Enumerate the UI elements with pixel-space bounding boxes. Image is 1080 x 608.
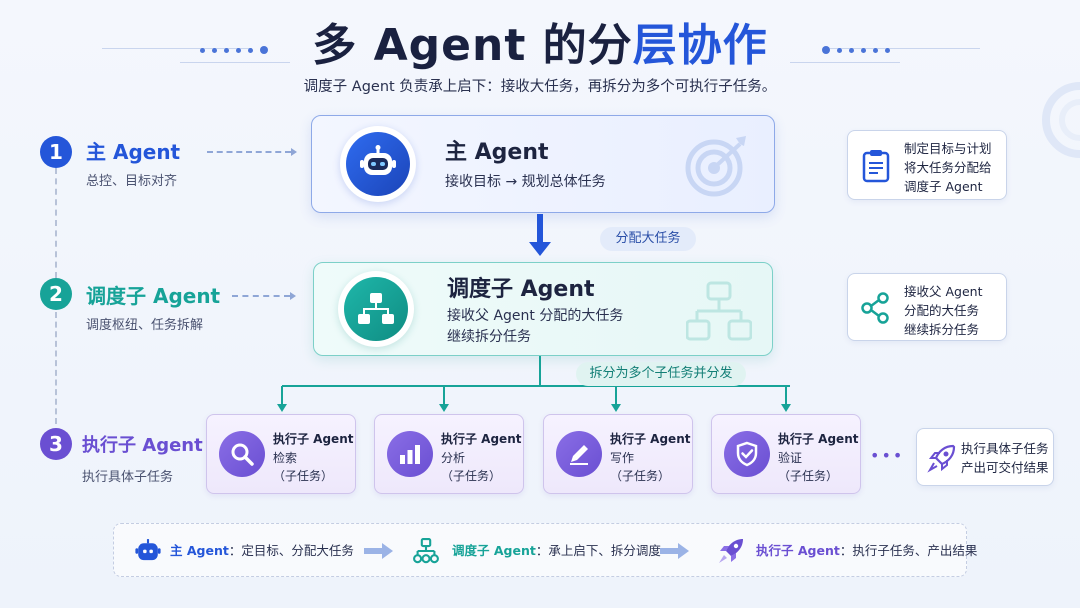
main-to-sched-arrow-shaft bbox=[537, 214, 543, 244]
page-title: 多 Agent 的分层协作 bbox=[0, 14, 1080, 78]
title-deco-dots-right bbox=[822, 46, 890, 54]
executor-card-analysis[interactable]: 执行子 Agent 分析 （子任务） bbox=[374, 414, 524, 494]
executor-title: 执行子 Agent bbox=[273, 432, 354, 446]
title-deco-line-right bbox=[830, 48, 980, 49]
level-2-connector bbox=[232, 295, 290, 297]
scheduler-icon-ring bbox=[338, 271, 414, 347]
hierarchy-watermark-icon bbox=[686, 281, 752, 341]
scheduler-agent-card[interactable]: 调度子 Agent 接收父 Agent 分配的大任务 继续拆分任务 bbox=[313, 262, 773, 356]
rocket-icon bbox=[719, 539, 743, 563]
page-subtitle: 调度子 Agent 负责承上启下：接收大任务，再拆分为多个可执行子任务。 bbox=[303, 79, 777, 95]
executor-card-writing[interactable]: 执行子 Agent 写作 （子任务） bbox=[543, 414, 693, 494]
note-line: 调度子 Agent bbox=[904, 179, 983, 194]
level-3-desc: 执行具体子任务 bbox=[82, 470, 174, 485]
note-line: 制定目标与计划 bbox=[904, 141, 992, 156]
executor-sub: （子任务） bbox=[273, 469, 334, 483]
executor-card-search[interactable]: 执行子 Agent 检索 （子任务） bbox=[206, 414, 356, 494]
executor-agent-note: 执行具体子任务 产出可交付结果 bbox=[916, 428, 1054, 486]
hierarchy-icon bbox=[413, 538, 439, 564]
note-line: 将大任务分配给 bbox=[904, 160, 992, 175]
summary-scheduler: 调度子 Agent：承上启下、拆分调度 bbox=[452, 543, 661, 558]
assign-task-pill: 分配大任务 bbox=[600, 227, 696, 251]
scheduler-agent-desc-1: 接收父 Agent 分配的大任务 bbox=[447, 308, 624, 324]
note-line: 产出可交付结果 bbox=[961, 460, 1049, 475]
summary-main: 主 Agent：定目标、分配大任务 bbox=[170, 543, 354, 558]
level-1-connector bbox=[207, 151, 291, 153]
title-deco-line-left bbox=[102, 48, 252, 49]
executor-sub: （子任务） bbox=[441, 469, 502, 483]
share-icon bbox=[861, 292, 889, 324]
level-1-title: 主 Agent bbox=[86, 140, 181, 164]
pen-icon bbox=[556, 431, 602, 477]
main-agent-desc: 接收目标 → 规划总体任务 bbox=[445, 174, 606, 190]
arrow-right-icon bbox=[660, 543, 689, 559]
level-3-number: 3 bbox=[40, 428, 72, 460]
executor-sub: （子任务） bbox=[778, 469, 839, 483]
hierarchy-icon bbox=[344, 277, 408, 341]
timeline-dash-1 bbox=[55, 168, 57, 278]
level-1-connector-arrow bbox=[291, 148, 297, 156]
summary-bar: 主 Agent：定目标、分配大任务 调度子 Agent：承上启下、拆分调度 执行… bbox=[113, 523, 977, 577]
main-agent-note: 制定目标与计划 将大任务分配给 调度子 Agent bbox=[847, 130, 1007, 200]
level-2-title: 调度子 Agent bbox=[86, 284, 221, 308]
summary-executor: 执行子 Agent：执行子任务、产出结果 bbox=[756, 543, 978, 558]
executor-task: 验证 bbox=[778, 451, 803, 465]
note-line: 执行具体子任务 bbox=[961, 441, 1049, 456]
scheduler-agent-note: 接收父 Agent 分配的大任务 继续拆分任务 bbox=[847, 273, 1007, 341]
title-part-2: 层协作 bbox=[632, 20, 768, 71]
shield-check-icon bbox=[724, 431, 770, 477]
executor-sub: （子任务） bbox=[610, 469, 671, 483]
note-line: 继续拆分任务 bbox=[904, 322, 980, 337]
scheduler-agent-desc-2: 继续拆分任务 bbox=[447, 329, 531, 345]
robot-icon bbox=[346, 132, 410, 196]
main-agent-icon-ring bbox=[340, 126, 416, 202]
more-executors-ellipsis: ••• bbox=[870, 446, 905, 465]
executor-title: 执行子 Agent bbox=[441, 432, 522, 446]
executor-title: 执行子 Agent bbox=[610, 432, 691, 446]
branch-connectors bbox=[277, 356, 791, 412]
level-2-desc: 调度枢纽、任务拆解 bbox=[86, 318, 204, 333]
target-icon bbox=[685, 136, 746, 197]
scheduler-agent-title: 调度子 Agent bbox=[447, 277, 595, 302]
executor-title: 执行子 Agent bbox=[778, 432, 859, 446]
executor-task: 分析 bbox=[441, 451, 466, 465]
executor-task: 写作 bbox=[610, 451, 635, 465]
arrow-right-icon bbox=[364, 543, 393, 559]
note-line: 分配的大任务 bbox=[904, 303, 980, 318]
executor-card-verify[interactable]: 执行子 Agent 验证 （子任务） bbox=[711, 414, 861, 494]
bar-chart-icon bbox=[387, 431, 433, 477]
main-to-sched-arrow-head bbox=[529, 242, 551, 256]
title-deco-line-right-2 bbox=[790, 62, 900, 63]
title-deco-line-left-2 bbox=[180, 62, 290, 63]
decor-rings bbox=[1042, 82, 1080, 158]
search-icon bbox=[219, 431, 265, 477]
note-line: 接收父 Agent bbox=[904, 284, 983, 299]
main-agent-card[interactable]: 主 Agent 接收目标 → 规划总体任务 bbox=[311, 115, 775, 213]
rocket-icon bbox=[927, 444, 956, 473]
level-2-number: 2 bbox=[40, 278, 72, 310]
level-2-connector-arrow bbox=[290, 292, 296, 300]
main-agent-title: 主 Agent bbox=[445, 140, 549, 165]
level-1-desc: 总控、目标对齐 bbox=[86, 174, 178, 189]
level-1-number: 1 bbox=[40, 136, 72, 168]
title-deco-dots-left bbox=[200, 46, 268, 54]
title-part-1: 多 Agent 的分 bbox=[312, 20, 633, 71]
level-3-title: 执行子 Agent bbox=[82, 435, 203, 456]
robot-icon bbox=[135, 539, 161, 561]
split-task-pill: 拆分为多个子任务并分发 bbox=[576, 362, 746, 386]
clipboard-icon bbox=[862, 150, 890, 183]
timeline-dash-2 bbox=[55, 312, 57, 424]
executor-task: 检索 bbox=[273, 451, 298, 465]
